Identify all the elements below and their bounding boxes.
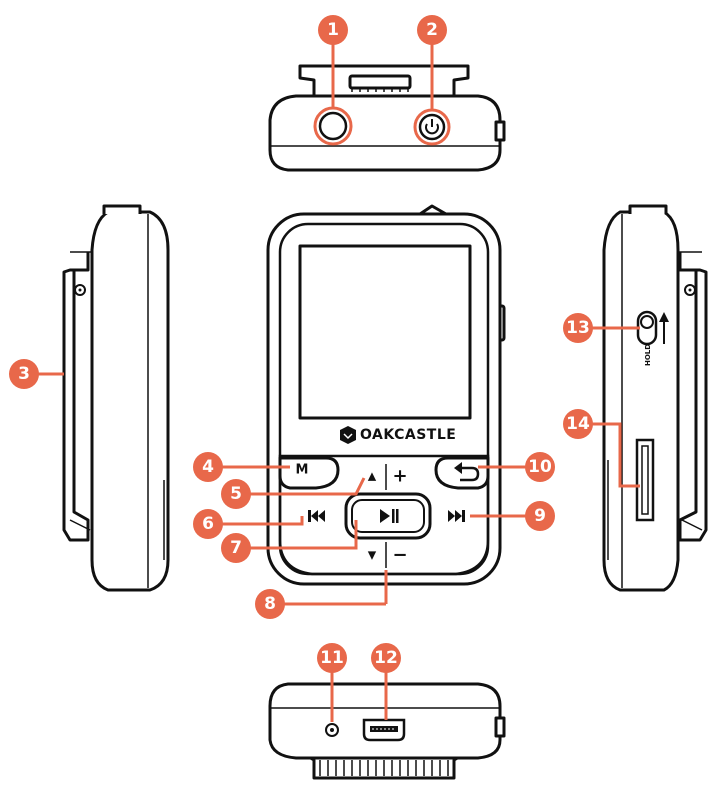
callout-leaders [34, 42, 640, 722]
play-pause-button[interactable] [344, 492, 432, 540]
callout-badge-13: 13 [563, 313, 593, 343]
previous-button[interactable] [308, 510, 325, 522]
svg-text:10: 10 [528, 457, 552, 477]
callout-badge-2: 2 [417, 15, 447, 45]
callout-badge-12: 12 [371, 643, 401, 673]
hold-switch[interactable] [636, 310, 658, 346]
callout-badge-4: 4 [193, 452, 223, 482]
skip-previous-icon [308, 510, 325, 522]
svg-text:12: 12 [374, 648, 398, 668]
bottom-view [268, 682, 506, 780]
top-view [268, 64, 506, 172]
back-arrow-icon [454, 462, 480, 482]
plus-sign: + [392, 466, 407, 487]
hold-label: HOLD [644, 344, 652, 366]
brand-name: OAKCASTLE [360, 427, 456, 443]
brand-logo [340, 426, 356, 444]
next-button[interactable] [448, 510, 465, 522]
power-button[interactable] [413, 108, 451, 146]
menu-button-label: M [296, 463, 309, 478]
back-button[interactable] [434, 456, 490, 490]
micro-usb-port[interactable] [362, 718, 406, 742]
svg-text:4: 4 [202, 457, 214, 477]
svg-text:7: 7 [230, 538, 242, 558]
svg-text:3: 3 [18, 364, 30, 384]
svg-text:1: 1 [327, 20, 339, 40]
svg-text:11: 11 [320, 648, 344, 668]
power-icon [425, 119, 439, 135]
callout-badge-7: 7 [221, 533, 251, 563]
svg-text:6: 6 [202, 514, 214, 534]
menu-button[interactable]: M [278, 456, 340, 490]
svg-text:8: 8 [264, 594, 276, 614]
svg-text:5: 5 [230, 484, 242, 504]
callout-badge-3: 3 [9, 359, 39, 389]
callout-badge-8: 8 [255, 589, 386, 619]
callout-badge-11: 11 [317, 643, 347, 673]
callout-badge-5: 5 [221, 479, 251, 509]
volume-down-button[interactable]: ▼ − [368, 542, 408, 568]
callout-badge-9: 9 [525, 501, 555, 531]
callout-badge-10: 10 [525, 452, 555, 482]
svg-text:9: 9 [534, 506, 546, 526]
display-screen [298, 244, 472, 420]
left-side-view [62, 204, 170, 592]
svg-text:14: 14 [566, 414, 590, 434]
callout-badge-6: 6 [193, 509, 223, 539]
headphone-jack[interactable] [313, 106, 353, 146]
skip-next-icon [448, 510, 465, 522]
volume-up-arrow: ▲ [368, 470, 377, 483]
callout-badge-14: 14 [563, 409, 593, 439]
hold-arrow-icon [659, 312, 669, 344]
minus-sign: − [392, 545, 407, 566]
svg-text:13: 13 [566, 318, 590, 338]
front-view: OAKCASTLE M ▲ + [266, 204, 506, 586]
play-pause-icon [380, 509, 399, 523]
svg-text:2: 2 [426, 20, 438, 40]
callout-badge-1: 1 [318, 15, 348, 45]
right-side-view: HOLD [602, 204, 708, 592]
volume-down-arrow: ▼ [368, 549, 377, 562]
reset-pinhole[interactable] [325, 723, 339, 737]
volume-up-button[interactable]: ▲ + [368, 464, 408, 490]
microsd-slot[interactable] [635, 438, 655, 522]
